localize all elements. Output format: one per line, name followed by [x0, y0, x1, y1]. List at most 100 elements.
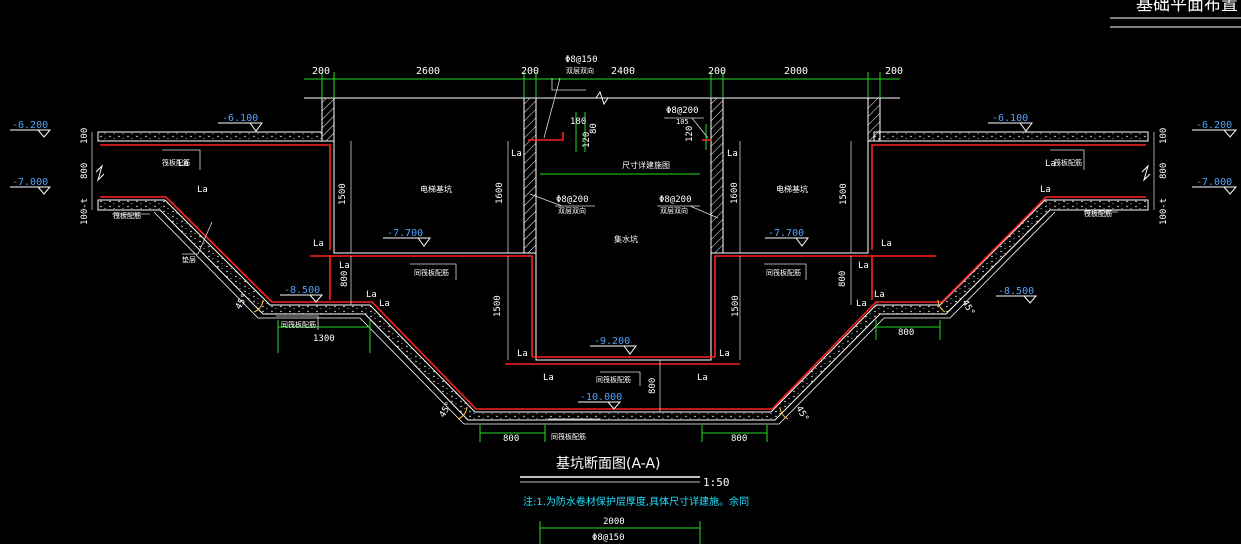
dim-top-3: 2400 — [611, 66, 635, 77]
dim-800-right-mid: 800 — [838, 271, 848, 287]
elev-9200: -9.200 — [594, 336, 630, 347]
label-size-see-arch: 尺寸详建施图 — [622, 160, 670, 170]
la-6: La — [1040, 185, 1051, 195]
dim-left-100a: 100 — [80, 128, 90, 144]
dim-top-0: 200 — [312, 66, 330, 77]
elev-6200-left: -6.200 — [12, 120, 48, 131]
la-9: La — [339, 261, 350, 271]
drawing-title-fragment: 基础平面布置 — [1136, 0, 1238, 15]
leaders — [112, 77, 1118, 420]
section-title: 基坑断面图(A-A) — [556, 455, 661, 472]
elev-8500-left: -8.500 — [284, 285, 320, 296]
dim-1500-bottom-left: 1500 — [493, 295, 503, 317]
dim-top-5: 2000 — [784, 66, 808, 77]
dim-right-100b: 100-t — [1159, 198, 1169, 225]
la-3: La — [178, 159, 189, 169]
dim-1500-left: 1500 — [338, 183, 348, 205]
rebar-phi200-a: Φ8@200 — [666, 106, 699, 116]
la-10: La — [858, 261, 869, 271]
footnote: 注:1.为防水卷材保护层厚度,具体尺寸详建施。余同 — [523, 495, 749, 508]
note-same-right: 同筏板配筋 — [766, 268, 801, 277]
dim-180: 180 — [570, 117, 586, 127]
dim-1600-right: 1600 — [730, 182, 740, 204]
rebar-phi150-bottom: Φ8@150 — [592, 533, 625, 543]
dim-top-4: 200 — [708, 66, 726, 77]
rebar-phi200-c: Φ8@200 — [659, 195, 692, 205]
la-5: La — [197, 185, 208, 195]
dim-1500-right: 1500 — [839, 183, 849, 205]
dim-2000: 2000 — [603, 517, 625, 527]
dim-800-bottom-right: 800 — [731, 434, 747, 444]
angle-markers — [253, 299, 946, 420]
elev-7700-left: -7.700 — [387, 228, 423, 239]
la-8: La — [881, 239, 892, 249]
elev-10000: -10.000 — [580, 392, 622, 403]
la-17: La — [543, 373, 554, 383]
label-elevator-pit-left: 电梯基坑 — [420, 184, 452, 194]
dim-left-800: 800 — [80, 163, 90, 179]
note-same-center: 同筏板配筋 — [596, 375, 631, 384]
dimension-lines — [277, 72, 941, 544]
dim-1500-bottom-right: 1500 — [731, 295, 741, 317]
rebar-phi150-sub: 双层双向 — [566, 66, 594, 75]
la-1: La — [511, 149, 522, 159]
la-2: La — [727, 149, 738, 159]
rebar-phi150: Φ8@150 — [565, 55, 598, 65]
top-dimensions: 200 2600 200 2400 200 2000 200 — [312, 66, 903, 77]
dim-top-1: 2600 — [416, 66, 440, 77]
elev-6200-right: -6.200 — [1196, 120, 1232, 131]
dim-top-6: 200 — [885, 66, 903, 77]
note-same-left: 同筏板配筋 — [414, 268, 449, 277]
note-cushion: 垫层 — [182, 255, 196, 264]
elevation-values: -6.200 -6.100 -7.000 -6.100 -6.200 -7.00… — [12, 113, 1232, 403]
la-14: La — [856, 299, 867, 309]
la-12: La — [874, 290, 885, 300]
dim-right-800: 800 — [1159, 163, 1169, 179]
angle-45-b: 45° — [959, 299, 976, 318]
misc-dimensions: 1300 800 800 800 2000 180 80 120 120 150… — [80, 117, 1169, 527]
dim-right-100a: 100 — [1159, 128, 1169, 144]
section-title-block: 基坑断面图(A-A) 1:50 注:1.为防水卷材保护层厚度,具体尺寸详建施。余… — [520, 455, 749, 508]
la-16: La — [719, 349, 730, 359]
rebar-phi200-b-sub: 双层双向 — [558, 206, 586, 215]
rebar-labels: Φ8@150 双层双向 Φ8@200 105 Φ8@200 双层双向 Φ8@20… — [556, 55, 699, 543]
elev-7000-right: -7.000 — [1196, 177, 1232, 188]
dim-800-center: 800 — [648, 378, 658, 394]
label-elevator-pit-right: 电梯基坑 — [776, 184, 808, 194]
note-same-bottom-left: 同筏板配筋 — [281, 320, 316, 329]
dim-120-right: 120 — [685, 126, 695, 142]
dim-120-left: 120 — [582, 132, 592, 148]
note-fill-top-left: 筏板配筋 — [162, 158, 190, 167]
note-same-bottom: 同筏板配筋 — [551, 432, 586, 441]
break-marks — [95, 164, 1151, 182]
rebar-phi200-c-sub: 双层双向 — [660, 206, 688, 215]
label-sump-pit: 集水坑 — [614, 234, 638, 244]
dim-80: 80 — [589, 123, 599, 134]
concrete-slab-profile — [97, 131, 1149, 425]
dim-800-right: 800 — [898, 328, 914, 338]
rebar-phi200-a-sub: 105 — [676, 118, 689, 126]
dim-800-bottom-left: 800 — [503, 434, 519, 444]
reinforcement-notes: 筏板配筋 筏板配筋 筏板配筋 筏板配筋 同筏板配筋 同筏板配筋 同筏板配筋 同筏… — [113, 158, 1112, 441]
dim-800-left-mid: 800 — [340, 271, 350, 287]
elev-7700-right: -7.700 — [768, 228, 804, 239]
la-18: La — [697, 373, 708, 383]
anchor-labels: La La La La La La La La La La La La La L… — [178, 149, 1056, 383]
note-fill-mid-right: 筏板配筋 — [1084, 209, 1112, 218]
dim-1300: 1300 — [313, 334, 335, 344]
la-4: La — [1045, 159, 1056, 169]
rebar — [100, 132, 1146, 410]
angle-45-d: 45° — [793, 405, 810, 424]
elev-7000-left: -7.000 — [12, 177, 48, 188]
dim-1600-left: 1600 — [495, 182, 505, 204]
elevation-markers — [10, 122, 1238, 410]
note-fill-mid-left: 筏板配筋 — [113, 211, 141, 220]
elev-8500-right: -8.500 — [998, 286, 1034, 297]
dim-top-2: 200 — [521, 66, 539, 77]
la-15: La — [517, 349, 528, 359]
dimension-lines-white — [91, 132, 1155, 412]
room-labels: 电梯基坑 电梯基坑 集水坑 尺寸详建施图 — [420, 160, 808, 244]
walls — [304, 90, 900, 361]
elev-6100-left: -6.100 — [222, 113, 258, 124]
